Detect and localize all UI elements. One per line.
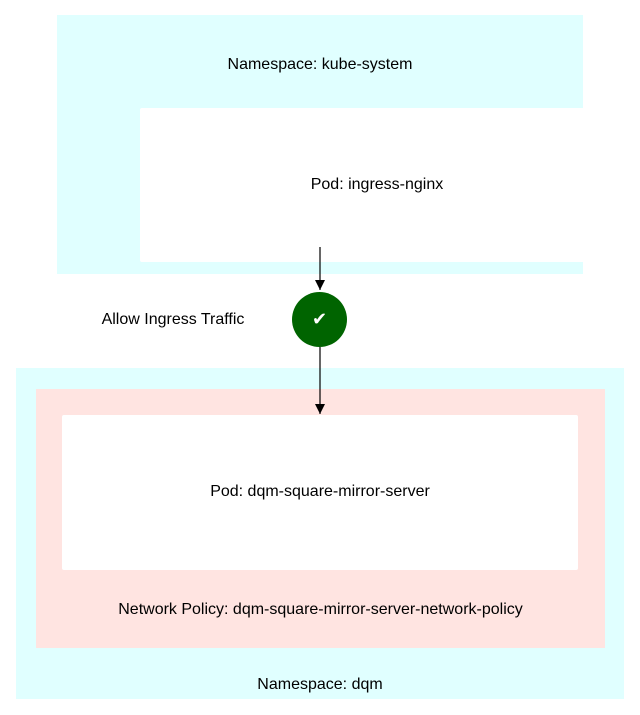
pod-ingress-nginx-label: Pod: ingress-nginx <box>310 176 444 193</box>
pod-dqm-square-mirror-server: Pod: dqm-square-mirror-server <box>62 415 578 570</box>
pod-ingress-nginx: Pod: ingress-nginx <box>140 108 614 262</box>
check-mark-icon: ✔ <box>311 309 328 330</box>
namespace-dqm-label: Namespace: dqm <box>257 676 383 693</box>
namespace-kube-system: Namespace: kube-system Pod: ingress-ngin… <box>57 15 614 274</box>
network-policy-label: Network Policy: dqm-square-mirror-server… <box>118 601 523 618</box>
rule-label: Allow Ingress Traffic <box>101 311 245 328</box>
pod-dqm-square-mirror-server-label: Pod: dqm-square-mirror-server <box>210 483 430 500</box>
namespace-kube-system-label: Namespace: kube-system <box>227 56 413 73</box>
allow-ingress-rule-node: ✔ <box>292 292 347 347</box>
